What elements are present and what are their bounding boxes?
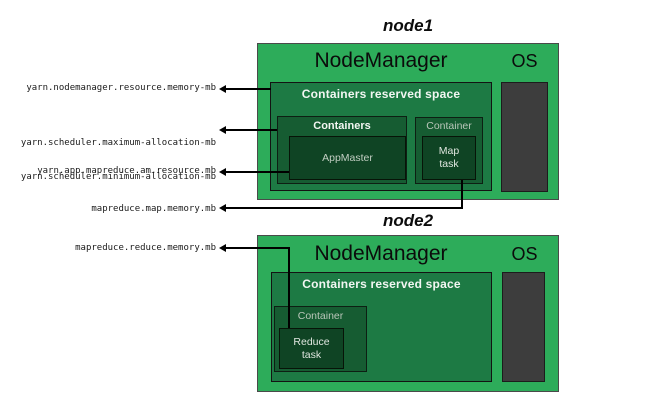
node1-nodemanager-label: NodeManager bbox=[314, 49, 448, 72]
label-nodemanager-resource-memory: yarn.nodemanager.resource.memory-mb bbox=[26, 83, 216, 93]
reduce-task-label-line2: task bbox=[301, 348, 322, 361]
map-task-label-line2: task bbox=[439, 158, 459, 170]
line-map-memory-vertical bbox=[461, 180, 463, 209]
node2-container-label: Container bbox=[297, 310, 344, 322]
arrow-map-memory bbox=[219, 204, 226, 212]
node2-title: node2 bbox=[382, 211, 434, 230]
node1-map-task-box: Map task bbox=[422, 136, 476, 180]
line-scheduler-allocation bbox=[226, 129, 277, 131]
node1-os-box bbox=[501, 82, 548, 192]
arrow-reduce-memory bbox=[219, 244, 226, 252]
node1-appmaster-box: AppMaster bbox=[289, 136, 406, 180]
label-scheduler-minimum: yarn.scheduler.minimum-allocation-mb bbox=[20, 171, 216, 182]
node1-title: node1 bbox=[382, 16, 434, 35]
line-map-memory bbox=[226, 207, 462, 209]
node1-container-label: Container bbox=[426, 120, 472, 132]
line-am-resource bbox=[226, 171, 289, 173]
label-am-resource: yarn.app.mapreduce.am.resource.mb bbox=[37, 166, 216, 176]
node2-nodemanager-label: NodeManager bbox=[314, 242, 448, 265]
node2-os-label: OS bbox=[511, 244, 538, 264]
arrow-nodemanager-memory bbox=[219, 85, 226, 93]
appmaster-label: AppMaster bbox=[322, 151, 373, 164]
line-reduce-memory-vertical bbox=[288, 247, 290, 328]
reduce-task-label-line1: Reduce bbox=[293, 335, 330, 348]
map-task-label-line1: Map bbox=[438, 145, 460, 157]
node1-containers-label: Containers bbox=[313, 120, 371, 132]
line-nodemanager-memory bbox=[226, 88, 271, 90]
arrow-scheduler-allocation bbox=[219, 126, 226, 134]
node2-os-box bbox=[502, 272, 545, 382]
node2-reduce-task-box: Reduce task bbox=[279, 328, 344, 369]
node2-containers-reserved-label: Containers reserved space bbox=[302, 277, 461, 291]
node1-containers-reserved-label: Containers reserved space bbox=[301, 87, 461, 101]
line-reduce-memory bbox=[226, 247, 289, 249]
arrow-am-resource bbox=[219, 168, 226, 176]
label-reduce-memory: mapreduce.reduce.memory.mb bbox=[75, 243, 216, 253]
label-map-memory: mapreduce.map.memory.mb bbox=[91, 204, 216, 214]
node1-os-label: OS bbox=[511, 51, 538, 71]
label-scheduler-allocation: yarn.scheduler.maximum-allocation-mb yar… bbox=[0, 116, 216, 205]
label-scheduler-maximum: yarn.scheduler.maximum-allocation-mb bbox=[20, 138, 216, 148]
